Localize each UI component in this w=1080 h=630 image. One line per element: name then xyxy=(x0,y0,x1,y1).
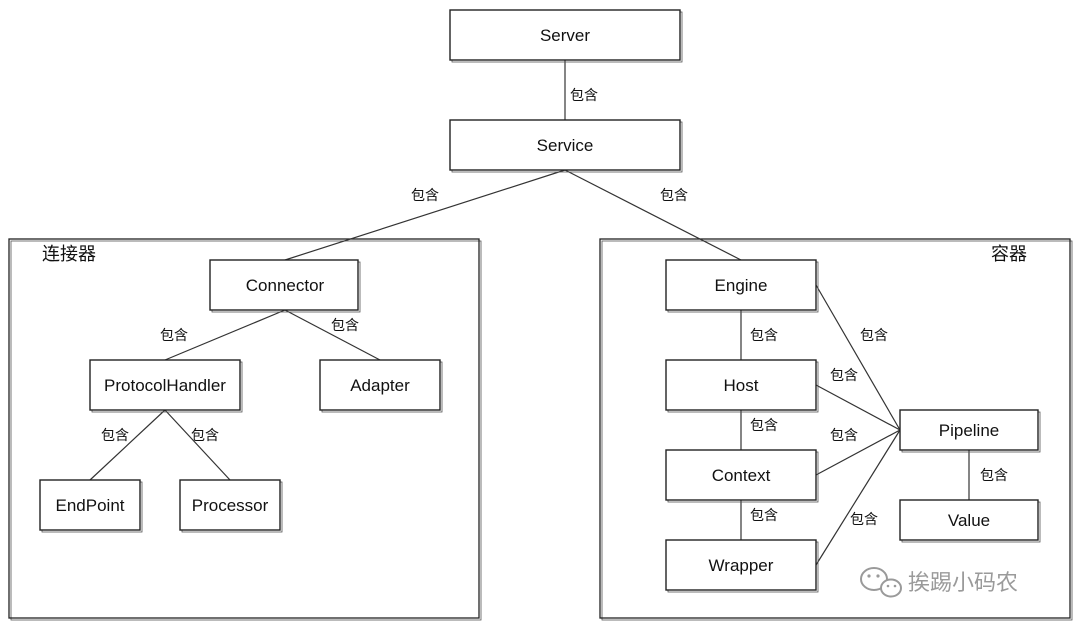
edge-host-pipeline xyxy=(815,384,901,431)
wechat-icon xyxy=(860,567,902,598)
container-group: 容器 xyxy=(599,238,1073,621)
edge-protocol-handler-endpoint xyxy=(89,409,166,481)
edge-label-service-connector: 包含 xyxy=(411,188,439,204)
node-adapter: Adapter xyxy=(319,359,443,413)
edge-label-context-wrapper: 包含 xyxy=(750,508,778,524)
node-service: Service xyxy=(449,119,683,173)
edge-label-connector-adapter: 包含 xyxy=(331,318,359,334)
node-engine-label: Engine xyxy=(715,276,768,295)
node-host: Host xyxy=(665,359,819,413)
node-pipeline: Pipeline xyxy=(899,409,1041,453)
edge-wrapper-pipeline xyxy=(815,429,901,566)
watermark: 挨踢小码农 xyxy=(860,567,1018,598)
node-endpoint-label: EndPoint xyxy=(56,496,125,515)
node-protocol-handler-label: ProtocolHandler xyxy=(104,376,226,395)
edge-label-pipeline-value: 包含 xyxy=(980,468,1008,484)
node-pipeline-label: Pipeline xyxy=(939,421,1000,440)
edge-label-engine-pipeline: 包含 xyxy=(860,328,888,344)
node-server-label: Server xyxy=(540,26,590,45)
node-value-label: Value xyxy=(948,511,990,530)
node-wrapper: Wrapper xyxy=(665,539,819,593)
edge-label-engine-host: 包含 xyxy=(750,328,778,344)
edge-label-context-pipeline: 包含 xyxy=(830,428,858,444)
connector-group: 连接器 xyxy=(8,238,482,621)
edge-labels: 包含 包含 包含 包含 包含 包含 包含 包含 包含 包含 包含 包含 包含 包… xyxy=(101,88,1008,528)
node-processor-label: Processor xyxy=(192,496,269,515)
edge-context-pipeline xyxy=(815,429,901,476)
node-service-label: Service xyxy=(537,136,594,155)
node-adapter-label: Adapter xyxy=(350,376,410,395)
node-wrapper-label: Wrapper xyxy=(709,556,774,575)
edge-service-connector xyxy=(284,169,566,261)
edge-label-wrapper-pipeline: 包含 xyxy=(850,512,878,528)
node-connector-label: Connector xyxy=(246,276,325,295)
edge-label-service-engine: 包含 xyxy=(660,188,688,204)
edge-label-protocol-handler-endpoint: 包含 xyxy=(101,428,129,444)
node-context-label: Context xyxy=(712,466,771,485)
node-processor: Processor xyxy=(179,479,283,533)
edge-engine-pipeline xyxy=(815,284,901,431)
node-host-label: Host xyxy=(724,376,759,395)
container-group-title: 容器 xyxy=(991,244,1027,265)
edge-label-protocol-handler-processor: 包含 xyxy=(191,428,219,444)
edge-label-host-context: 包含 xyxy=(750,418,778,434)
edge-service-engine xyxy=(564,169,742,261)
watermark-text: 挨踢小码农 xyxy=(908,571,1018,596)
edge-label-connector-protocol-handler: 包含 xyxy=(160,328,188,344)
edge-label-host-pipeline: 包含 xyxy=(830,368,858,384)
connector-group-title: 连接器 xyxy=(42,244,96,265)
node-endpoint: EndPoint xyxy=(39,479,143,533)
edge-connector-protocol-handler xyxy=(164,309,286,361)
node-value: Value xyxy=(899,499,1041,543)
edge-connector-adapter xyxy=(284,309,381,361)
node-server: Server xyxy=(449,9,683,63)
edge-label-server-service: 包含 xyxy=(570,88,598,104)
node-protocol-handler: ProtocolHandler xyxy=(89,359,243,413)
node-connector: Connector xyxy=(209,259,361,313)
edge-protocol-handler-processor xyxy=(164,409,231,481)
node-engine: Engine xyxy=(665,259,819,313)
node-context: Context xyxy=(665,449,819,503)
edges xyxy=(89,60,970,566)
